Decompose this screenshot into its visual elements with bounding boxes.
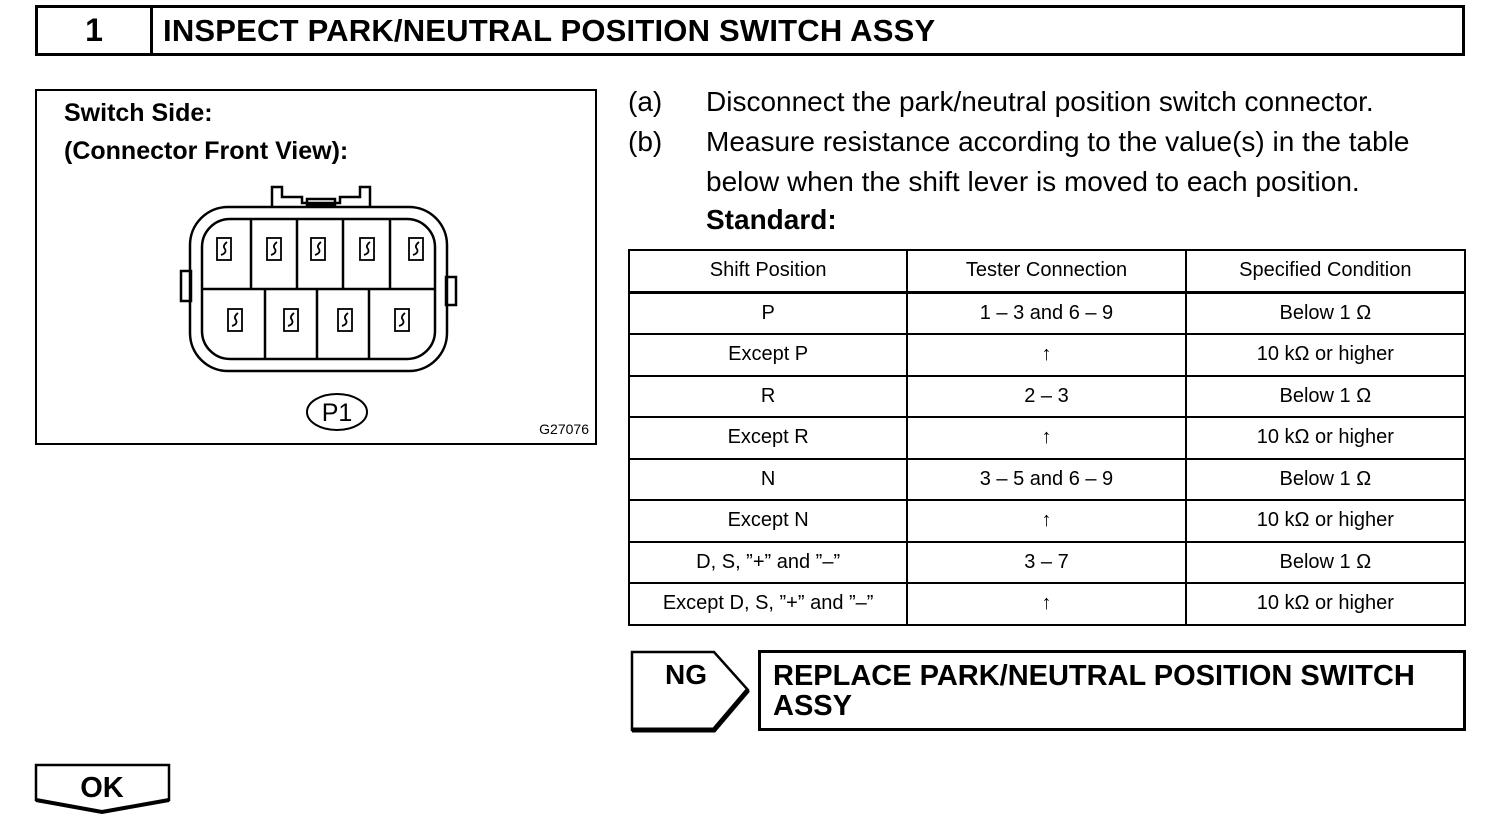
- connector-figure: Switch Side: (Connector Front View):: [35, 89, 597, 445]
- ok-label: OK: [80, 772, 124, 804]
- ng-label: NG: [665, 659, 707, 690]
- table-row: D, S, ”+” and ”–” 3 – 7 Below 1 Ω: [627, 540, 1467, 584]
- table-row: Except N ↑ 10 kΩ or higher: [627, 499, 1467, 543]
- table-cell: Except D, S, ”+” and ”–”: [627, 582, 909, 626]
- step-a-letter: (a): [628, 86, 663, 117]
- table-cell: Except P: [627, 333, 909, 377]
- table-cell: 3 – 7: [906, 540, 1187, 584]
- table-row: R 2 – 3 Below 1 Ω: [627, 374, 1467, 418]
- terminal-pin: [283, 308, 299, 332]
- table-cell: 10 kΩ or higher: [1184, 333, 1467, 377]
- figure-caption-line1: Switch Side:: [64, 99, 213, 127]
- terminal-pin: [394, 308, 410, 332]
- spec-table: Shift Position Tester Connection Specifi…: [627, 249, 1467, 626]
- table-cell: N: [627, 457, 909, 501]
- table-header: Tester Connection: [906, 249, 1187, 293]
- table-cell: Below 1 Ω: [1184, 457, 1467, 501]
- figure-caption-line2: (Connector Front View):: [64, 137, 349, 165]
- terminal-pin: [216, 237, 232, 261]
- step-b-cont: below when the shift lever is moved to e…: [628, 162, 1478, 202]
- step-title: INSPECT PARK/NEUTRAL POSITION SWITCH ASS…: [163, 12, 936, 48]
- table-row: Except D, S, ”+” and ”–” ↑ 10 kΩ or high…: [627, 582, 1467, 626]
- table-cell: 1 – 3 and 6 – 9: [906, 290, 1187, 335]
- table-cell: P: [627, 290, 909, 335]
- table-cell: 10 kΩ or higher: [1184, 499, 1467, 543]
- step-header: 1 INSPECT PARK/NEUTRAL POSITION SWITCH A…: [35, 5, 1465, 56]
- table-cell: Below 1 Ω: [1184, 540, 1467, 584]
- table-cell: Below 1 Ω: [1184, 374, 1467, 418]
- ng-arrow-shape: NG: [630, 650, 750, 733]
- table-cell: 10 kΩ or higher: [1184, 416, 1467, 460]
- step-a: (a) Disconnect the park/neutral position…: [628, 82, 1478, 122]
- connector-drawing: P1: [179, 185, 458, 431]
- table-cell: 2 – 3: [906, 374, 1187, 418]
- table-header: Shift Position: [627, 249, 909, 293]
- connector-label: P1: [322, 399, 353, 427]
- ng-action-line1: REPLACE PARK/NEUTRAL POSITION SWITCH: [773, 660, 1415, 692]
- table-header: Specified Condition: [1184, 249, 1467, 293]
- table-cell: R: [627, 374, 909, 418]
- table-header-row: Shift Position Tester Connection Specifi…: [627, 249, 1467, 293]
- table-cell: Except N: [627, 499, 909, 543]
- table-cell: ↑: [906, 582, 1187, 626]
- table-cell: Except R: [627, 416, 909, 460]
- connector-label-oval: [306, 393, 368, 431]
- terminal-pin: [266, 237, 282, 261]
- table-cell: 3 – 5 and 6 – 9: [906, 457, 1187, 501]
- step-number: 1: [38, 8, 153, 53]
- table-row: Except R ↑ 10 kΩ or higher: [627, 416, 1467, 460]
- step-b-letter: (b): [628, 126, 663, 157]
- terminal-pin: [310, 237, 326, 261]
- table-cell: 10 kΩ or higher: [1184, 582, 1467, 626]
- table-row: N 3 – 5 and 6 – 9 Below 1 Ω: [627, 457, 1467, 501]
- ng-action-box: REPLACE PARK/NEUTRAL POSITION SWITCH ASS…: [758, 650, 1466, 731]
- ok-tag: OK: [34, 763, 171, 815]
- terminal-pin: [359, 237, 375, 261]
- step-b-text-line1: Measure resistance according to the valu…: [706, 126, 1410, 157]
- connector-housing: [179, 185, 458, 373]
- table-cell: ↑: [906, 499, 1187, 543]
- standard-label: Standard:: [706, 204, 837, 235]
- table-cell: ↑: [906, 333, 1187, 377]
- terminal-pin: [227, 308, 243, 332]
- terminal-pin: [408, 237, 424, 261]
- table-row: Except P ↑ 10 kΩ or higher: [627, 333, 1467, 377]
- figure-code: G27076: [539, 421, 589, 437]
- step-b: (b) Measure resistance according to the …: [628, 122, 1478, 162]
- table-cell: D, S, ”+” and ”–”: [627, 540, 909, 584]
- step-a-text: Disconnect the park/neutral position swi…: [706, 86, 1374, 117]
- table-row: P 1 – 3 and 6 – 9 Below 1 Ω: [627, 290, 1467, 335]
- terminal-pin: [337, 308, 353, 332]
- table-cell: Below 1 Ω: [1184, 290, 1467, 335]
- table-cell: ↑: [906, 416, 1187, 460]
- step-b-text-line2: below when the shift lever is moved to e…: [706, 166, 1360, 197]
- ng-action-line2: ASSY: [773, 690, 852, 722]
